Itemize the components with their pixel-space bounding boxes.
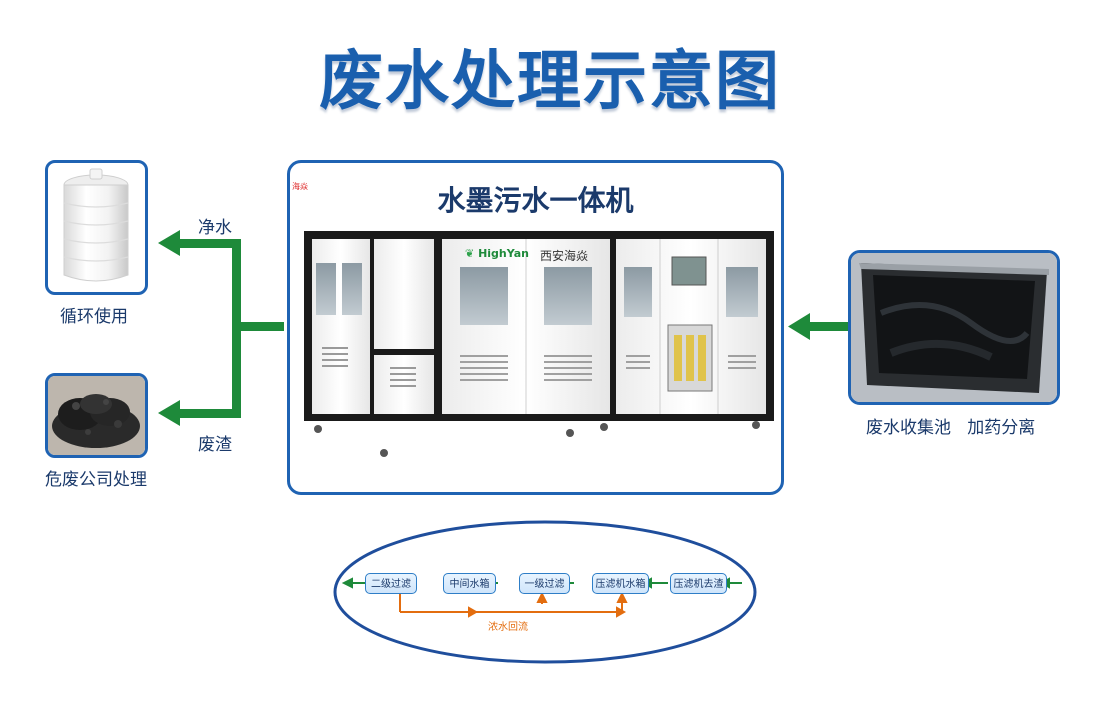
pool-frame	[848, 250, 1060, 405]
flow-node-secondary-filter: 二级过滤	[365, 573, 417, 594]
residue-frame	[45, 373, 148, 458]
sludge-icon	[48, 376, 145, 455]
flow-node-press-tank: 压滤机水箱	[592, 573, 649, 594]
main-machine-frame: 水墨污水一体机 海焱	[287, 160, 784, 495]
input-arrow	[788, 313, 848, 340]
flow-node-press-slag: 压滤机去渣	[670, 573, 727, 594]
flow-node-primary-filter: 一级过滤	[519, 573, 570, 594]
wastewater-pool-icon	[851, 253, 1057, 402]
clean-water-label: 净水	[198, 218, 232, 238]
company-name: 西安海焱	[540, 249, 589, 263]
hazard-label: 危废公司处理	[45, 470, 147, 490]
return-flow-label: 浓水回流	[488, 622, 528, 633]
corner-mark: 海焱	[292, 182, 308, 191]
brand-text: HighYan	[478, 247, 529, 260]
water-tank-icon	[63, 168, 129, 282]
flow-node-middle-tank: 中间水箱	[443, 573, 496, 594]
residue-label: 废渣	[198, 435, 232, 455]
page-title: 废水处理示意图	[319, 45, 781, 119]
water-tank-frame	[45, 160, 148, 295]
leaf-icon: ❦	[465, 247, 475, 260]
recycle-label: 循环使用	[60, 307, 128, 327]
machine-illustration	[304, 231, 774, 457]
brand-logo: ❦ HighYan	[465, 247, 529, 260]
pool-label: 废水收集池 加药分离	[866, 418, 1036, 438]
machine-title: 水墨污水一体机	[437, 184, 634, 217]
output-arrows	[158, 230, 284, 426]
